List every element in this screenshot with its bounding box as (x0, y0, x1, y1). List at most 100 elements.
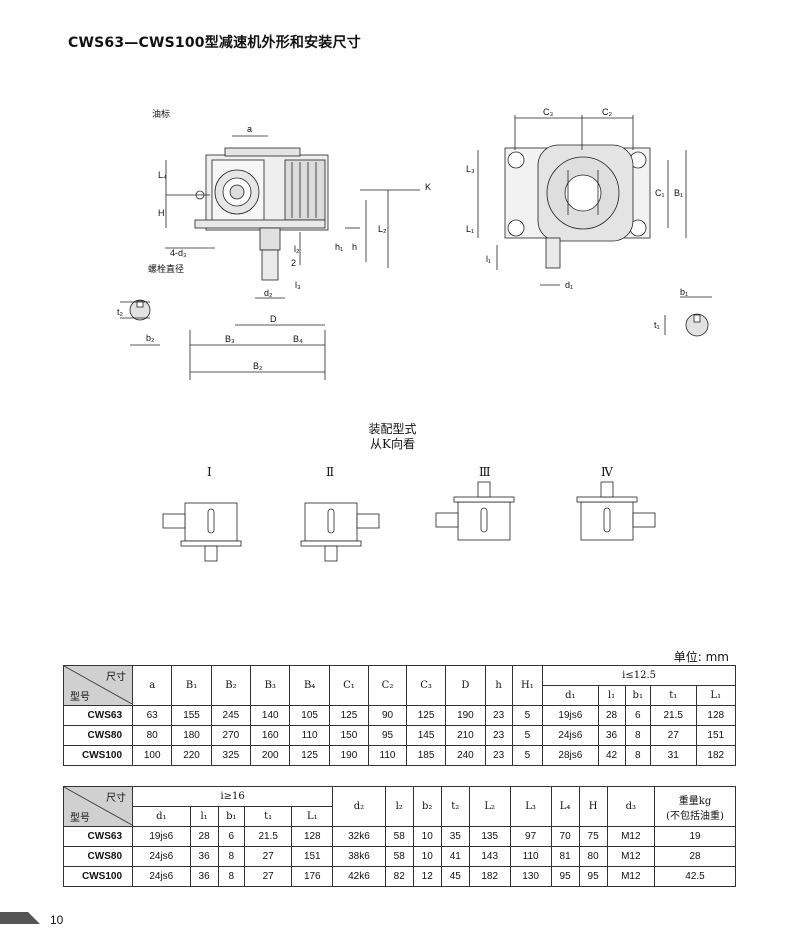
dim-B3: B₃ (225, 334, 235, 344)
dim-L2: L₂ (378, 224, 387, 234)
table2-header: L₄ (550, 786, 580, 827)
value-cell: 270 (210, 725, 252, 746)
dim-l3: l₃ (295, 280, 301, 290)
value-cell: 5 (511, 745, 544, 766)
value-cell: 42 (597, 745, 626, 766)
value-cell: 28 (597, 705, 626, 726)
table2-header: L₃ (509, 786, 552, 827)
dim-b1: b₁ (680, 287, 688, 297)
value-cell: 21.5 (244, 826, 293, 847)
value-cell: 38k6 (332, 846, 386, 867)
value-cell: 24js6 (132, 846, 191, 867)
value-cell: 75 (578, 826, 608, 847)
table1-subheader: b₁ (624, 685, 651, 706)
table2-header: d₃ (606, 786, 656, 827)
table2-subheader: d₁ (132, 806, 191, 827)
dim-l2: l₂ (294, 244, 300, 254)
dim-B1: B₁ (674, 188, 683, 198)
value-cell: 6 (217, 826, 246, 847)
table2-corner: 尺寸 型号 (63, 786, 133, 827)
value-cell: 190 (445, 705, 486, 726)
view-K: K (425, 182, 431, 192)
dim-d2: d₂ (264, 288, 273, 298)
value-cell: M12 (606, 846, 656, 867)
value-cell: 5 (511, 705, 544, 726)
technical-drawing: 油标 a L₄ H K h₁ h L₂ l₂ 4-d₃ 螺栓直径 2 l₃ d₂… (117, 107, 712, 380)
dim-L3: L₃ (466, 164, 475, 174)
value-cell: 28 (189, 826, 219, 847)
value-cell: 125 (328, 705, 370, 726)
value-cell: 27 (649, 725, 697, 746)
dim-L1: L₁ (466, 224, 474, 234)
dim-L4: L₄ (158, 170, 167, 180)
value-cell: 27 (244, 846, 293, 867)
value-cell: 182 (468, 866, 511, 887)
table1-subheader: l₁ (597, 685, 626, 706)
model-cell: CWS63 (63, 705, 133, 726)
dim-D: D (270, 314, 277, 324)
value-cell: 23 (484, 725, 513, 746)
dim-h1: h₁ (335, 242, 343, 252)
model-cell: CWS63 (63, 826, 133, 847)
table2-subheader: b₁ (217, 806, 246, 827)
value-cell: 143 (468, 846, 511, 867)
value-cell: 140 (250, 705, 291, 726)
model-cell: CWS100 (63, 745, 133, 766)
value-cell: 23 (484, 705, 513, 726)
dim-B4: B₄ (293, 334, 303, 344)
assembly-type-3: Ⅲ (479, 465, 491, 479)
value-cell: 100 (131, 745, 173, 766)
value-cell: 19js6 (132, 826, 191, 847)
table1-header: H₁ (511, 665, 544, 706)
value-cell: 23 (484, 745, 513, 766)
table1-group-header: i≤12.5 (542, 665, 736, 686)
dim-C2: C₂ (602, 107, 612, 117)
value-cell: 182 (695, 745, 737, 766)
value-cell: 160 (250, 725, 291, 746)
value-cell: 41 (440, 846, 470, 867)
dim-C1: C₁ (655, 188, 665, 198)
table2-header: H (578, 786, 608, 827)
table1-subheader: t₁ (649, 685, 697, 706)
table2-weight-header: 重量kg (不包括油重) (654, 786, 736, 827)
value-cell: 8 (217, 846, 246, 867)
value-cell: 180 (171, 725, 212, 746)
value-cell: 70 (550, 826, 580, 847)
table2-header: t₂ (440, 786, 470, 827)
page-tab-decoration (0, 912, 40, 924)
value-cell: 155 (171, 705, 212, 726)
value-cell: 32k6 (332, 826, 386, 847)
value-cell: 125 (405, 705, 447, 726)
value-cell: 80 (578, 846, 608, 867)
dim-H: H (158, 208, 165, 218)
model-cell: CWS100 (63, 866, 133, 887)
table1-header: C₃ (405, 665, 447, 706)
dim-t1: t₁ (654, 320, 660, 330)
value-cell: 12 (412, 866, 442, 887)
value-cell: 95 (550, 866, 580, 887)
table1-header: C₁ (328, 665, 370, 706)
value-cell: M12 (606, 826, 656, 847)
bolt-label: 4-d₃ (170, 248, 187, 258)
value-cell: 240 (445, 745, 486, 766)
value-cell: 6 (624, 705, 651, 726)
table1-header: h (484, 665, 513, 706)
dim-h: h (352, 242, 357, 252)
value-cell: 97 (509, 826, 552, 847)
value-cell: 81 (550, 846, 580, 867)
value-cell: 36 (597, 725, 626, 746)
dim-B2: B₂ (253, 361, 263, 371)
value-cell: 110 (509, 846, 552, 867)
table2-header: d₂ (332, 786, 386, 827)
value-cell: 105 (289, 705, 330, 726)
assembly-caption-2: 从K向看 (370, 437, 415, 451)
value-cell: 200 (250, 745, 291, 766)
value-cell: 19 (654, 826, 736, 847)
value-cell: 36 (189, 846, 219, 867)
value-cell: 42k6 (332, 866, 386, 887)
